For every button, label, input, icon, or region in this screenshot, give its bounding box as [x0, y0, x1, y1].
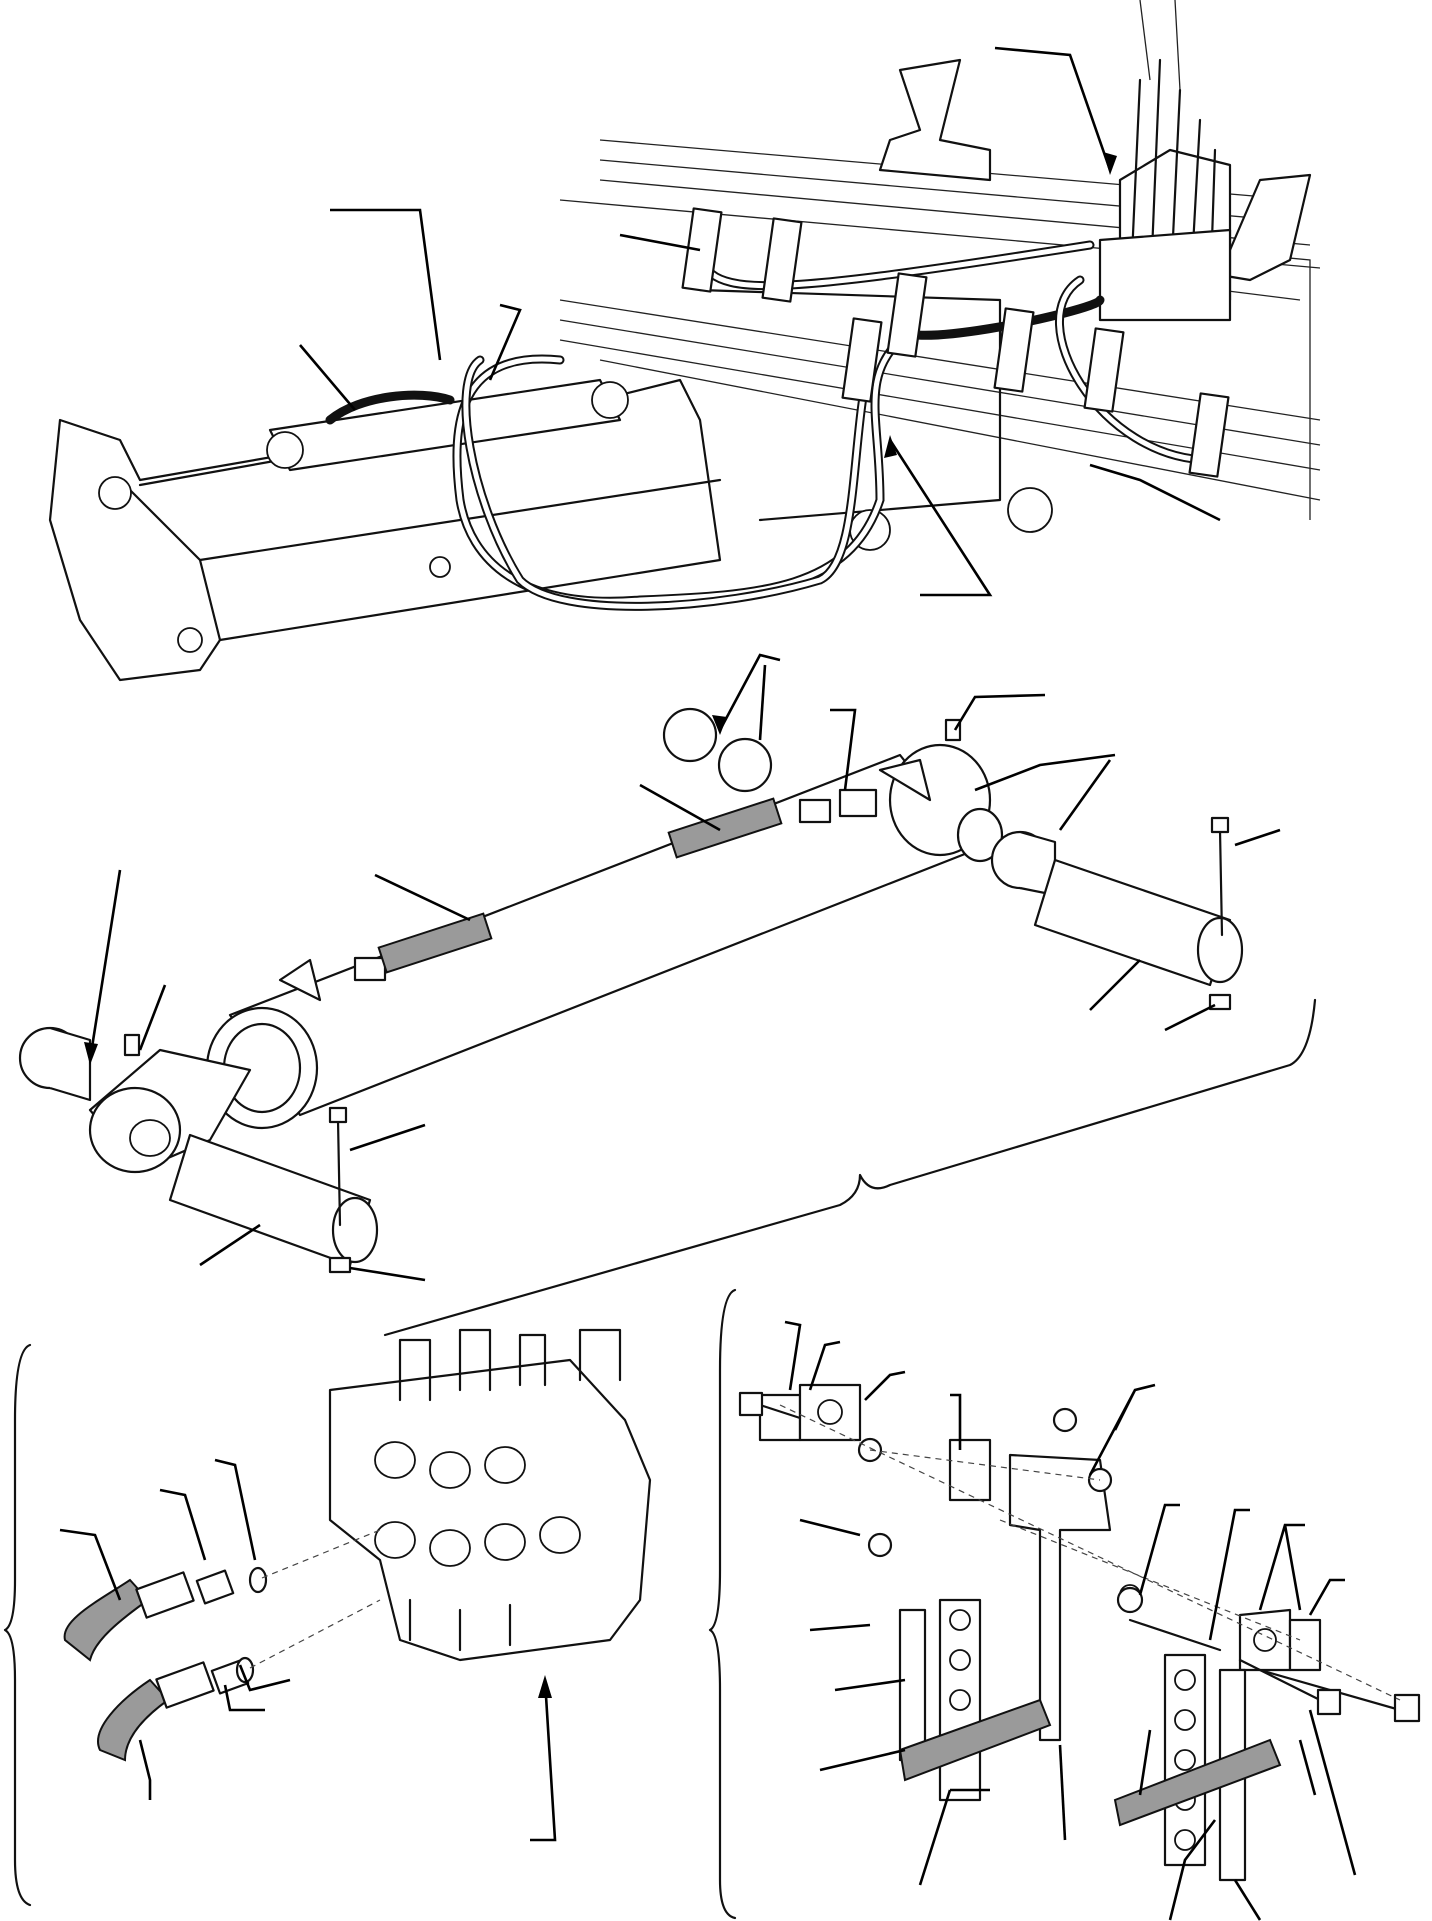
- machine-installation-view: [48, 0, 1321, 682]
- callouts-clamp: [784, 1320, 1357, 1921]
- boom: [48, 378, 1053, 682]
- middle-brace: [383, 998, 1317, 1337]
- callouts-middle: [84, 653, 1281, 1282]
- hose-clamp-detail: [708, 1288, 1421, 1921]
- callouts-valve: [59, 1458, 557, 1842]
- boom-cylinder: [138, 378, 629, 487]
- clamp-hoses: [898, 1698, 1282, 1827]
- cylinder-fittings: [278, 758, 932, 1002]
- hydraulic-hoses: [325, 235, 1215, 611]
- valve-block: [328, 1328, 652, 1662]
- left-brace: [3, 1343, 32, 1907]
- valve-hoses: [63, 1529, 381, 1762]
- clamp-bolts-nuts: [738, 1391, 1421, 1723]
- frame-clamp-blocks: [681, 207, 1230, 478]
- control-valve-detail: [3, 1328, 652, 1907]
- mount-brackets: [878, 58, 1312, 282]
- bushings: [18, 707, 1057, 1102]
- control-valve-bank: [1098, 0, 1232, 322]
- pins: [168, 858, 1244, 1267]
- cylinder-exploded-view: [18, 653, 1317, 1337]
- rod-eye: [88, 1048, 252, 1174]
- callouts-top: [299, 46, 1221, 597]
- right-brace: [708, 1288, 737, 1920]
- cylinder-barrel: [205, 743, 1004, 1130]
